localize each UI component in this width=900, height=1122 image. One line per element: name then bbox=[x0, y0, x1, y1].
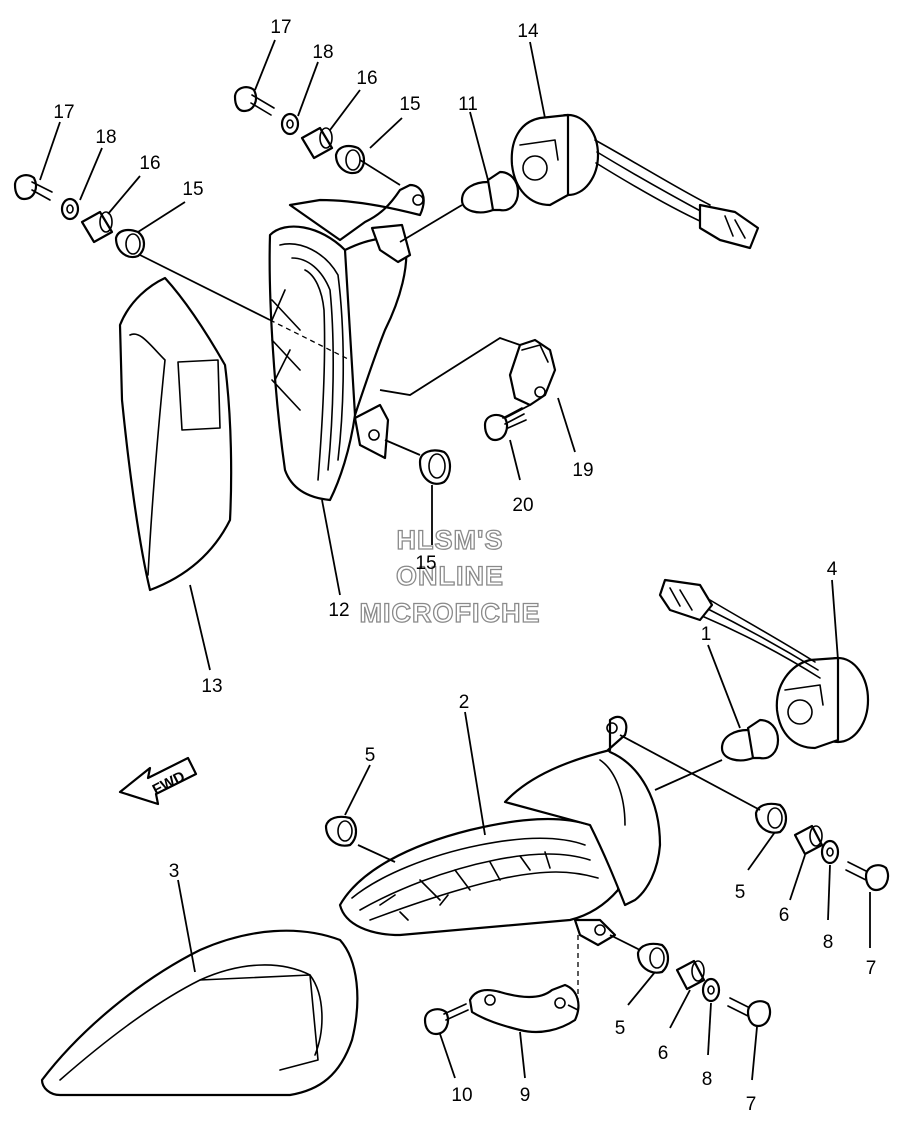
part-14-socket-harness bbox=[510, 113, 760, 250]
part-17-bolt-left bbox=[13, 174, 53, 201]
part-19-bracket bbox=[508, 338, 557, 407]
callout-numbers: 17 18 16 15 11 14 17 18 16 15 19 20 15 1… bbox=[53, 17, 876, 1115]
callout-15: 15 bbox=[399, 94, 420, 115]
callout-7: 7 bbox=[866, 958, 877, 979]
part-8-washer-right bbox=[820, 839, 840, 865]
callout-4: 4 bbox=[827, 559, 838, 580]
callout-5: 5 bbox=[615, 1018, 626, 1039]
callout-15: 15 bbox=[415, 553, 436, 574]
part-7-bolt-bottom bbox=[727, 997, 772, 1028]
callout-2: 2 bbox=[459, 692, 470, 713]
callout-19: 19 bbox=[572, 460, 593, 481]
part-3-cover bbox=[40, 929, 359, 1097]
part-15-grommet-middle bbox=[418, 449, 452, 485]
callout-8: 8 bbox=[823, 932, 834, 953]
part-12-lens-housing bbox=[268, 183, 425, 502]
callout-15: 15 bbox=[182, 179, 203, 200]
callout-3: 3 bbox=[169, 861, 180, 882]
callout-5: 5 bbox=[365, 745, 376, 766]
callout-18: 18 bbox=[95, 127, 116, 148]
callout-16: 16 bbox=[139, 153, 160, 174]
callout-18: 18 bbox=[312, 42, 333, 63]
part-6-collar-bottom bbox=[675, 959, 706, 991]
part-5-grommet-right bbox=[754, 802, 788, 834]
part-15-grommet-upper-right bbox=[334, 144, 366, 175]
fwd-direction-arrow: FWD bbox=[118, 756, 198, 806]
callout-leaders bbox=[39, 39, 871, 1081]
watermark: HLSM'S ONLINE MICROFICHE bbox=[359, 524, 541, 628]
callout-17: 17 bbox=[270, 17, 291, 38]
callout-10: 10 bbox=[451, 1085, 472, 1106]
callout-6: 6 bbox=[779, 905, 790, 926]
callout-6: 6 bbox=[658, 1043, 669, 1064]
callout-11: 11 bbox=[458, 94, 478, 115]
part-16-collar-left bbox=[80, 210, 114, 244]
part-9-bracket bbox=[468, 983, 580, 1034]
part-8-washer-bottom bbox=[701, 977, 721, 1003]
part-10-bolt bbox=[423, 1003, 469, 1036]
callout-9: 9 bbox=[520, 1085, 531, 1106]
part-11-bulb bbox=[460, 170, 520, 214]
callout-14: 14 bbox=[517, 21, 539, 42]
part-5-grommet-bottom bbox=[636, 942, 670, 974]
callout-13: 13 bbox=[201, 676, 222, 697]
part-5-grommet-left bbox=[324, 815, 358, 847]
callout-8: 8 bbox=[702, 1069, 713, 1090]
part-18-washer-right bbox=[280, 112, 300, 136]
part-2-lens-housing bbox=[338, 715, 662, 947]
callout-20: 20 bbox=[512, 495, 533, 516]
callout-12: 12 bbox=[328, 600, 349, 621]
part-20-bolt bbox=[483, 407, 527, 442]
watermark-line-2: ONLINE bbox=[396, 561, 504, 591]
watermark-line-1: HLSM'S bbox=[397, 525, 504, 555]
part-13-cover bbox=[118, 276, 233, 592]
part-15-grommet-upper-left bbox=[114, 228, 146, 259]
callout-7: 7 bbox=[746, 1094, 757, 1115]
callout-1: 1 bbox=[701, 624, 712, 645]
part-18-washer-left bbox=[60, 197, 80, 221]
part-1-bulb bbox=[720, 718, 780, 762]
part-7-bolt-right bbox=[845, 861, 890, 892]
watermark-line-3: MICROFICHE bbox=[360, 598, 541, 628]
callout-5: 5 bbox=[735, 882, 746, 903]
callout-17: 17 bbox=[53, 102, 74, 123]
part-16-collar-right bbox=[300, 126, 334, 160]
part-17-bolt-right bbox=[233, 86, 275, 116]
part-6-collar-right bbox=[793, 824, 824, 856]
callout-16: 16 bbox=[356, 68, 377, 89]
